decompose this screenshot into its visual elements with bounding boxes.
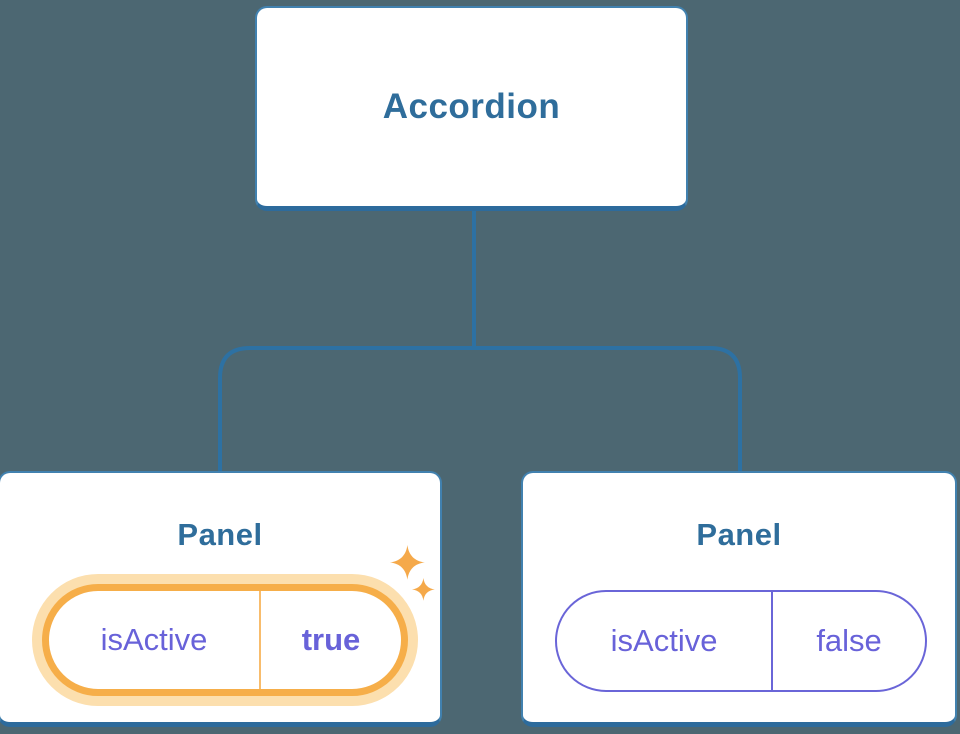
state-value-label: true — [301, 622, 361, 657]
node-accordion: Accordion — [255, 6, 688, 211]
state-pill-active: isActive true — [42, 584, 408, 696]
state-pill-inactive: isActive false — [555, 590, 927, 692]
state-key-label: isActive — [100, 622, 208, 657]
node-panel-active: Panel isActive true — [0, 471, 442, 727]
accordion-label: Accordion — [382, 87, 561, 126]
pill-divider — [259, 591, 261, 689]
pill-divider — [771, 592, 774, 690]
node-panel-inactive: Panel isActive false — [521, 471, 957, 727]
panel-label: Panel — [177, 517, 263, 552]
state-key-label: isActive — [610, 623, 718, 658]
panel-label: Panel — [696, 517, 782, 552]
state-value-label: false — [816, 623, 882, 658]
